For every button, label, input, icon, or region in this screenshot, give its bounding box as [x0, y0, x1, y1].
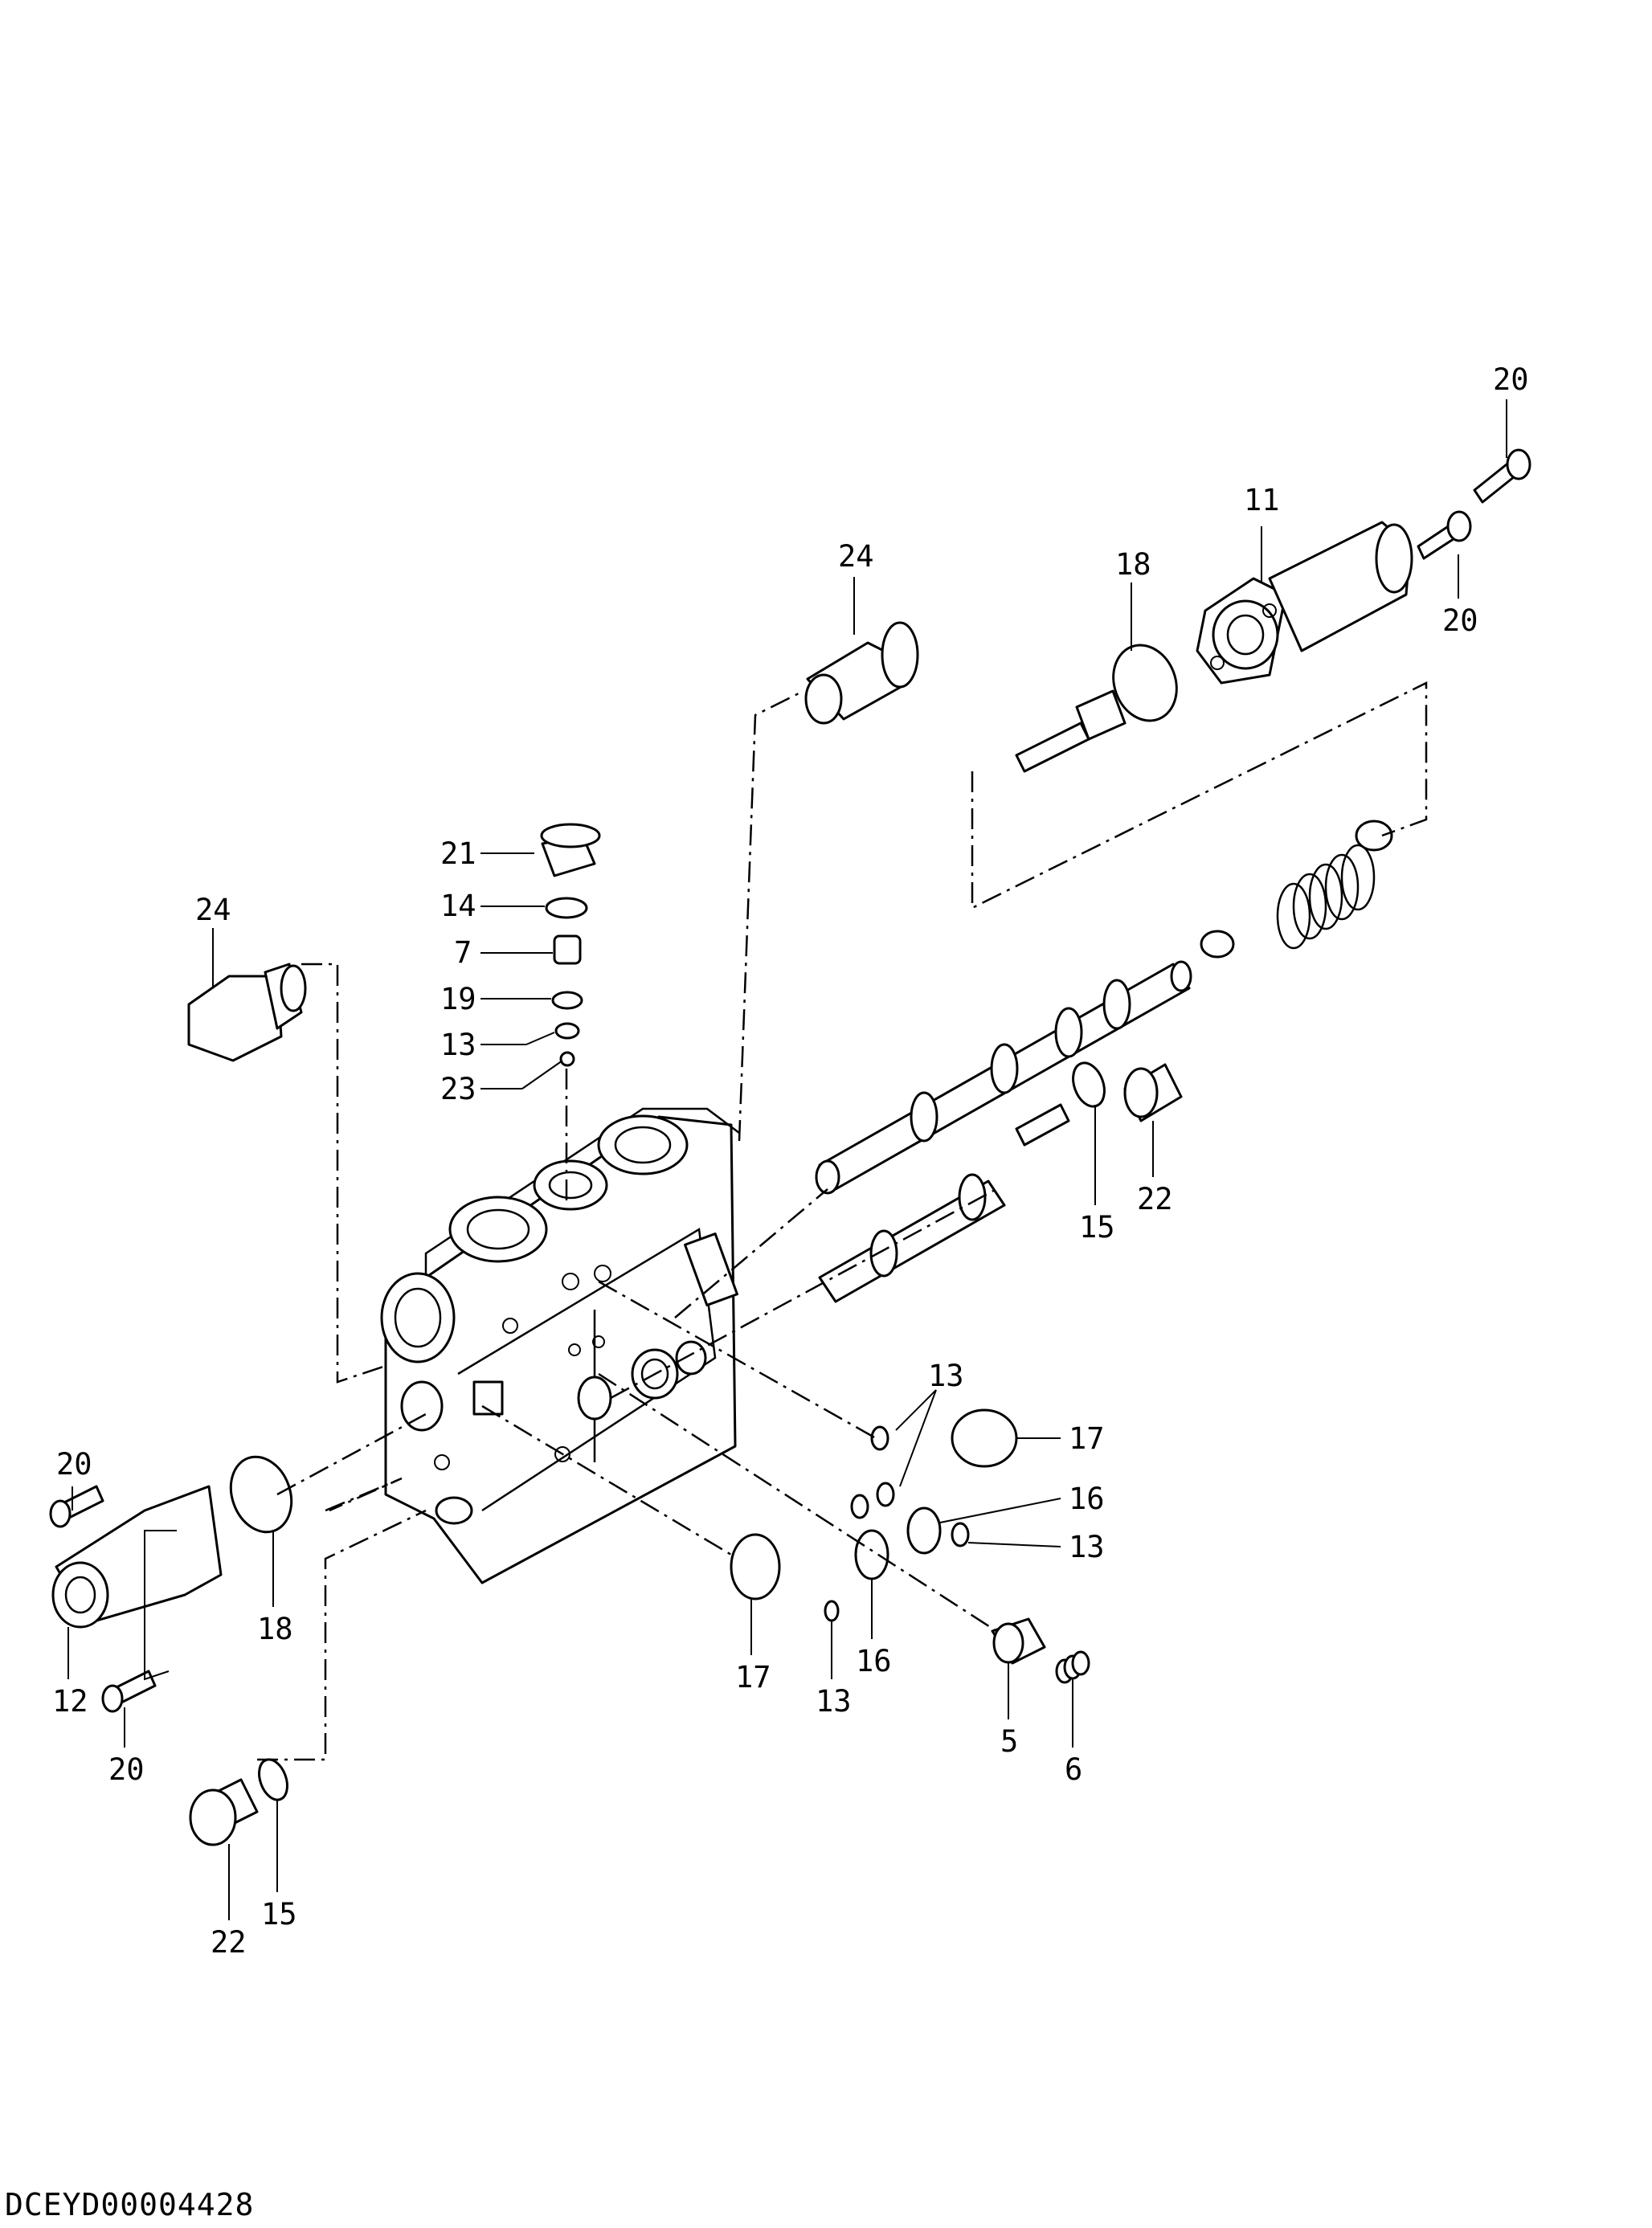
seat-5 [991, 1617, 1046, 1665]
plug-24-left [187, 963, 307, 1062]
label-16-lower: 16 [856, 1644, 892, 1678]
o-ring-13-e [824, 1600, 840, 1622]
label-13-right: 13 [1069, 1530, 1105, 1564]
label-24-left: 24 [195, 893, 231, 927]
o-ring-15-lower [258, 1758, 288, 1801]
label-11: 11 [1244, 483, 1280, 517]
o-ring-18-left [229, 1455, 293, 1534]
label-22-lower: 22 [211, 1925, 247, 1960]
plug-22-right [1123, 1063, 1183, 1122]
o-ring-17-lower [730, 1533, 781, 1600]
o-ring-16-b [854, 1529, 889, 1580]
spring-15 [1015, 1103, 1070, 1147]
main-spool [815, 960, 1192, 1195]
label-20-left-lower: 20 [108, 1752, 145, 1787]
label-15-lower: 15 [261, 1897, 297, 1932]
spring-upper [1200, 820, 1393, 959]
label-19: 19 [440, 982, 476, 1016]
bolt-20-left-lower [101, 1670, 157, 1713]
label-5: 5 [1000, 1724, 1018, 1759]
label-6: 6 [1065, 1752, 1082, 1787]
label-16-right: 16 [1069, 1482, 1105, 1516]
plug-24-upper [804, 621, 919, 725]
valve-body [380, 1107, 740, 1584]
label-23: 23 [440, 1072, 476, 1106]
label-14: 14 [440, 889, 476, 923]
label-20-upper-right: 20 [1442, 603, 1478, 638]
label-24-upper: 24 [838, 539, 874, 574]
plug-22-lower [189, 1778, 259, 1846]
label-13-lower: 13 [816, 1684, 852, 1719]
label-20-top: 20 [1493, 362, 1529, 397]
assembly-center-lines [144, 681, 1428, 1761]
label-15-right: 15 [1079, 1210, 1115, 1245]
o-ring-13-d [951, 1522, 970, 1547]
o-ring-16-a [906, 1506, 942, 1555]
drawing-id: DCEYD00004428 [5, 2187, 255, 2222]
label-7: 7 [454, 935, 472, 970]
label-17-right: 17 [1069, 1421, 1105, 1456]
check-stack [540, 823, 601, 1067]
label-17-lower: 17 [735, 1660, 771, 1695]
spring-6 [1055, 1650, 1090, 1684]
o-ring-13-a [870, 1425, 889, 1451]
label-13-stack: 13 [440, 1028, 476, 1062]
o-ring-15-right [1072, 1061, 1106, 1108]
cover-11 [1196, 521, 1413, 685]
lower-spool [818, 1173, 1006, 1303]
label-20-left-upper: 20 [56, 1447, 92, 1482]
bolt-20-upper-right [1417, 510, 1472, 560]
leader-lines [67, 399, 1507, 1920]
label-18-upper: 18 [1115, 547, 1151, 582]
label-13-right-top: 13 [928, 1359, 964, 1393]
label-12: 12 [52, 1684, 88, 1719]
o-ring-17-right [951, 1408, 1018, 1468]
label-21: 21 [440, 836, 476, 871]
part-labels: 20 11 18 20 24 21 14 7 19 13 23 24 15 22… [52, 362, 1529, 1960]
bolt-20-left-upper [49, 1485, 104, 1528]
o-ring-13-b [850, 1494, 869, 1519]
bolt-20-top [1473, 448, 1531, 504]
spool-end-upper [1015, 689, 1127, 773]
label-22-right: 22 [1137, 1182, 1173, 1216]
o-ring-13-c [876, 1482, 895, 1507]
label-18-left: 18 [257, 1612, 293, 1646]
cover-12 [51, 1485, 223, 1629]
